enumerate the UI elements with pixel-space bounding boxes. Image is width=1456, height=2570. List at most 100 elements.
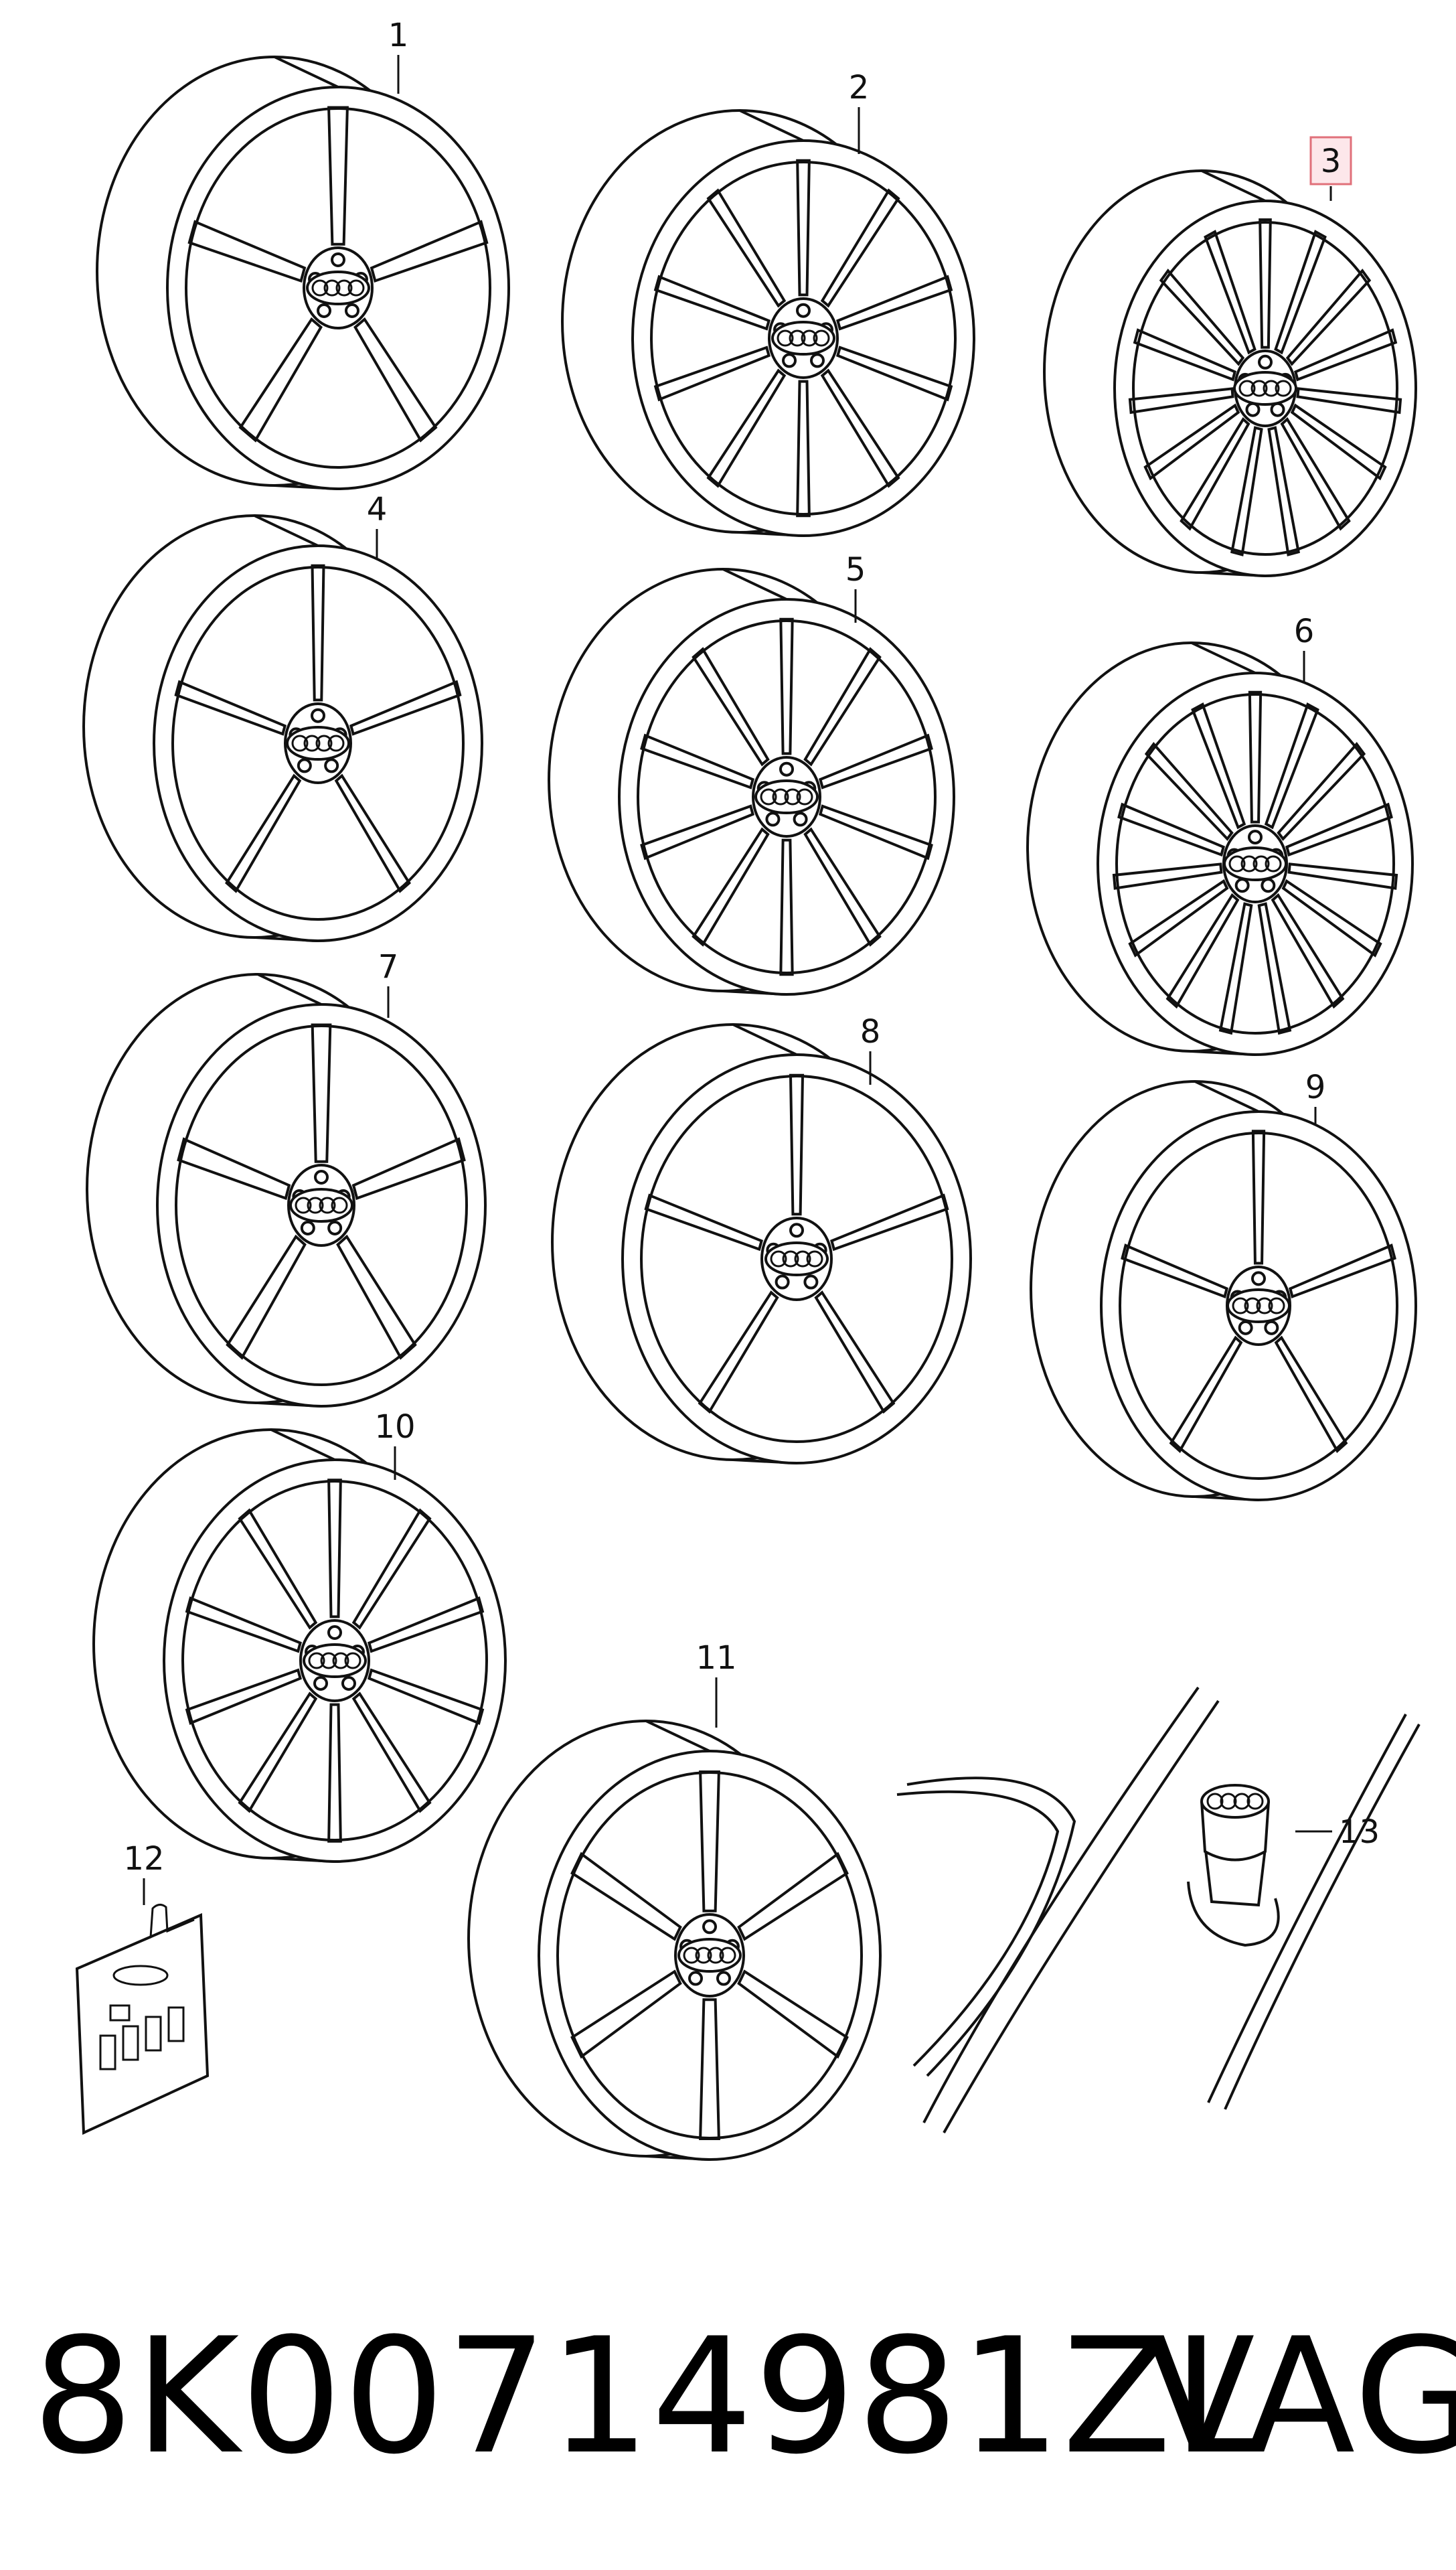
brand-label: VAG: [1146, 2304, 1456, 2490]
wheel-spoke: [698, 1290, 779, 1414]
wheel-spoke: [1271, 893, 1345, 1009]
callout-label-5: 5: [845, 551, 866, 589]
wheel-spoke: [737, 1969, 849, 2059]
callout-label-11: 11: [696, 1639, 736, 1677]
wheel-spoke: [1267, 426, 1300, 556]
callout-label-4: 4: [367, 491, 388, 528]
wheel-spoke: [699, 1770, 720, 1912]
wheel-spoke: [692, 647, 770, 767]
callout-label-2: 2: [849, 69, 870, 106]
wheel-spoke: [238, 317, 323, 443]
wheel-spoke: [818, 804, 933, 860]
four-rings-logo-icon: [1233, 371, 1297, 406]
wheel-spoke: [1112, 862, 1223, 890]
wheel-spoke: [327, 1479, 342, 1618]
lug-bolt-hole: [331, 252, 345, 267]
wheel-spoke: [185, 1596, 302, 1653]
wheel-inner-rim: [1119, 1132, 1398, 1480]
wheel-spoke: [1204, 230, 1257, 355]
four-rings-logo-icon: [303, 1643, 367, 1678]
lug-bolt-hole: [809, 353, 825, 368]
wheel-spoke: [1143, 403, 1240, 481]
wheel-inner-rim: [171, 566, 465, 921]
wheel-spoke: [1259, 218, 1272, 349]
wheel-spoke: [311, 1023, 332, 1163]
wheel-spoke: [1128, 879, 1229, 958]
lug-bolt-hole: [314, 1170, 329, 1185]
wheel-spoke: [370, 220, 489, 283]
wheel-spoke: [737, 1851, 849, 1941]
alloy-wheel-7: [86, 973, 487, 1408]
lug-bolt-hole: [300, 1220, 315, 1235]
wheel-spoke: [644, 1193, 763, 1252]
wheel-spoke: [835, 346, 953, 402]
wheel-inner-rim: [1132, 221, 1398, 556]
callout-label-6: 6: [1294, 613, 1315, 650]
alloy-wheel-1: [96, 56, 510, 490]
wheel-spoke: [818, 733, 933, 789]
wheel-spoke: [1257, 902, 1292, 1035]
wheel-spoke: [327, 106, 349, 246]
wheel-spoke: [835, 275, 953, 331]
wheel-spoke: [814, 1290, 896, 1414]
lug-bolt-hole: [341, 1675, 356, 1691]
wheel-spoke: [1285, 802, 1393, 857]
alloy-wheel-5: [548, 568, 955, 996]
alloy-wheel-2: [561, 109, 975, 537]
wheel-spoke: [349, 680, 462, 736]
lug-bolt-hole: [782, 353, 797, 368]
lug-bolt-hole: [765, 812, 781, 827]
wheel-spoke: [570, 1969, 682, 2059]
wheel-spoke: [174, 680, 287, 736]
wheel-spoke: [1191, 702, 1246, 830]
alloy-wheel-8: [551, 1023, 972, 1464]
wheel-spoke: [336, 1234, 417, 1360]
wheel-spoke: [789, 1073, 805, 1216]
wheel-spoke: [1128, 387, 1234, 414]
lug-bolt-hole: [1251, 1271, 1266, 1286]
four-rings-logo-icon: [289, 1188, 353, 1223]
lug-bolt-hole: [775, 1274, 790, 1290]
wheel-spoke: [1248, 690, 1263, 824]
lug-bolt-hole: [796, 303, 811, 318]
wheel-spoke: [1290, 403, 1387, 481]
wheel-spoke: [830, 1193, 949, 1252]
lug-bolt-hole: [789, 1223, 804, 1238]
wheel-spoke: [1264, 702, 1319, 830]
wheel-spoke: [803, 647, 882, 767]
wheel-spoke: [640, 733, 755, 789]
wheel-spoke: [1277, 741, 1366, 841]
wheel-spoke: [1169, 1335, 1243, 1454]
lug-bolt-hole: [297, 758, 312, 773]
wheel-spoke: [1274, 1335, 1348, 1454]
wheel-spoke: [692, 827, 770, 947]
wheel-spoke: [570, 1851, 682, 1941]
four-rings-logo-icon: [1226, 1288, 1291, 1323]
wheel-spoke: [225, 773, 302, 893]
wheel-spoke: [706, 188, 787, 308]
wheel-spoke: [1133, 328, 1237, 382]
wheel-spoke: [177, 1137, 291, 1201]
wheel-spoke: [351, 1508, 432, 1630]
wheel-spoke: [640, 804, 755, 860]
wheel-spoke: [351, 1137, 466, 1201]
alloy-wheel-3: [1043, 169, 1417, 577]
callout-label-9: 9: [1305, 1069, 1326, 1106]
wheel-spoke: [653, 275, 771, 331]
wheel-spoke: [187, 220, 307, 283]
valve-cap-assembly: [896, 1686, 1421, 2133]
four-rings-logo-icon: [677, 1938, 742, 1973]
wheel-spoke: [1121, 1243, 1229, 1298]
wheel-spoke: [1296, 387, 1402, 414]
wheel-spoke: [1280, 417, 1351, 531]
part-number: 8K00714981ZL: [32, 2304, 1263, 2490]
wheel-spoke: [238, 1508, 318, 1630]
wheel-spoke: [803, 827, 882, 947]
alloy-wheel-9: [1030, 1080, 1417, 1501]
lug-bolt-hole: [1248, 830, 1263, 845]
wheel-spoke: [1159, 269, 1245, 366]
four-rings-logo-icon: [1223, 846, 1287, 881]
wheel-spoke: [368, 1668, 485, 1725]
wheel-spoke: [699, 1998, 720, 2140]
